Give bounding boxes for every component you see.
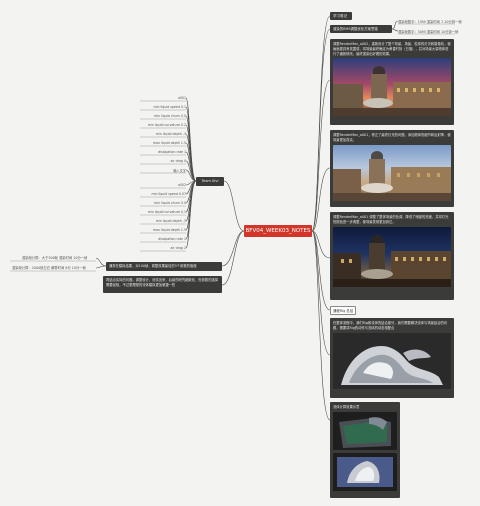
sim-image-2 bbox=[333, 452, 397, 491]
sim-graphic-2 bbox=[337, 456, 393, 487]
render-image-day bbox=[333, 144, 451, 201]
render-card-text: 调整RenderMan_a001，修正了最终灯光的问题，添加物体的细节和反射率，… bbox=[333, 133, 451, 142]
param-item[interactable]: min liquid depth -3 bbox=[155, 219, 186, 223]
param-item[interactable]: a001 bbox=[177, 96, 186, 100]
render-leaf-1[interactable]: 渲染帧数字：15Mi 渲染时间 7-10分钟一帧 bbox=[398, 20, 462, 24]
root-topic[interactable]: BFV04_WEEK03_NOTES bbox=[244, 225, 312, 237]
render-card-a001-night[interactable]: 调整RenderMan_a001 调整了整体场景的色调，降低了暗部的亮度，并将灯… bbox=[330, 212, 454, 300]
param-item[interactable]: max liquid depth 1.5 bbox=[152, 141, 186, 145]
render-card-text: 调整RenderMan_a002，重新设计了整个背景、场景、粒体的灯光和摄像机，… bbox=[333, 42, 451, 56]
param-item[interactable]: min liquid depth -3 bbox=[155, 132, 186, 136]
render-card-a001[interactable]: 调整RenderMan_a001，修正了最终灯光的问题，添加物体的细节和反射率，… bbox=[330, 130, 454, 207]
render-leaf-2[interactable]: 渲染帧数字：50Mi 渲染时间 10分钟一帧 bbox=[398, 30, 459, 34]
param-item[interactable]: min liquid speed 0.07 bbox=[151, 192, 186, 196]
note-parameters[interactable]: 再结合实际的问题，调整设计，测试出来，后续的研究细致化，但参数的选择需要经验，不… bbox=[103, 276, 222, 293]
render-card-a002[interactable]: 调整RenderMan_a002，重新设计了整个背景、场景、粒体的灯光和摄像机，… bbox=[330, 39, 454, 125]
render-plan-node[interactable]: 渲染的RMS调整优化方案思路 bbox=[330, 25, 392, 33]
param-item[interactable]: dissipation rate 1 bbox=[158, 150, 186, 154]
note-sub-solve-frames[interactable]: 渲染帧计算：2000帧左右 解算时间 8分 10分一帧 bbox=[12, 266, 86, 270]
sim-graphic-1 bbox=[339, 416, 391, 448]
param-item[interactable]: air drag 0 bbox=[170, 159, 186, 163]
param-item[interactable]: min liquid curvature 0.1 bbox=[147, 210, 186, 214]
team-kivi-node[interactable]: Team Kivi bbox=[196, 177, 224, 186]
study-notes-node[interactable]: 学习笔记 bbox=[330, 12, 352, 20]
param-item[interactable]: 输入文字 bbox=[173, 169, 186, 173]
note-sub-render-frames[interactable]: 渲染帧计算：大于300帧 渲染时间 10分一帧 bbox=[22, 256, 88, 260]
rig-card-text: 在整体流程中，我们Rig和流体的结合部分，我们需要解决流体与场景结合的问题，需要… bbox=[333, 321, 448, 330]
param-item[interactable]: min liquid speed 0.1 bbox=[153, 105, 186, 109]
sim-result-card[interactable]: 流体计算效果示意 bbox=[330, 402, 400, 498]
fluid-sim-graphic bbox=[341, 345, 443, 385]
param-item[interactable]: min liquid curvature 0.2 bbox=[147, 123, 186, 127]
sim-image-1 bbox=[333, 411, 397, 450]
param-item[interactable]: dissipation rate 1 bbox=[158, 237, 186, 241]
param-item[interactable]: min liquid churn 0.0 bbox=[154, 114, 186, 118]
param-item[interactable]: air drag 2 bbox=[170, 246, 186, 250]
rig-summary-node[interactable]: 通程Rig 总结 bbox=[330, 306, 357, 315]
sim-card-text: 流体计算效果示意 bbox=[333, 405, 360, 409]
render-card-text: 调整RenderMan_a001 调整了整体场景的色调，降低了暗部的亮度，并将灯… bbox=[333, 215, 449, 224]
render-image-sunset bbox=[333, 58, 451, 117]
param-item[interactable]: min liquid churn 0.0 bbox=[154, 201, 186, 205]
render-image-night bbox=[333, 226, 451, 287]
param-item[interactable]: max liquid depth 1.5 bbox=[152, 228, 186, 232]
fluid-sim-image bbox=[333, 332, 451, 389]
param-item[interactable]: a002 bbox=[177, 183, 186, 187]
rig-fluid-card[interactable]: 在整体流程中，我们Rig和流体的结合部分，我们需要解决流体与场景结合的问题，需要… bbox=[330, 318, 454, 398]
note-simulation[interactable]: 通常在模拟结果，对100帧，调整效果最佳的3个参数的值做 bbox=[106, 262, 222, 271]
